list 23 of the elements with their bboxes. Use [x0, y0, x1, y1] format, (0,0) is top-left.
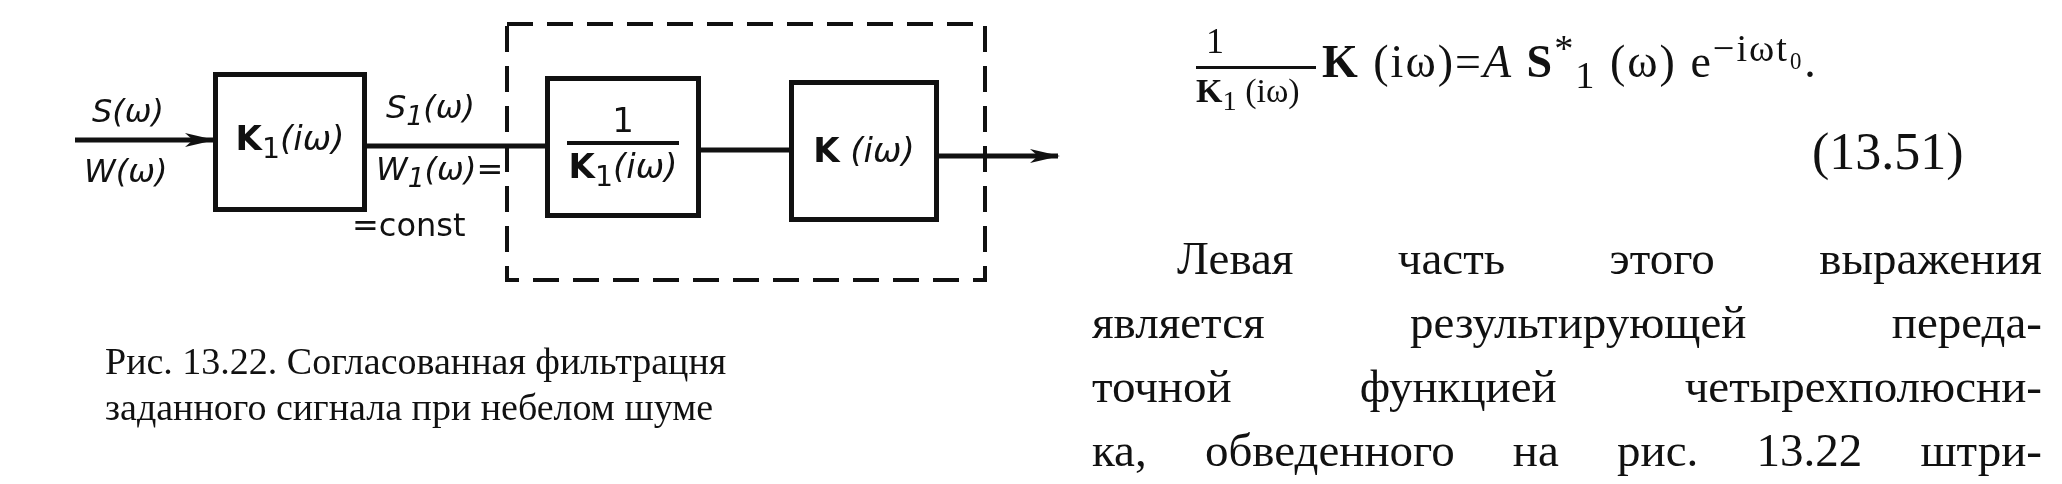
equation: K (iω)=A S$^{*}$$_{1}$ (ω) e$^{−iωt₀}$.: [1322, 26, 1818, 97]
signal-line: [367, 143, 545, 149]
signal-label: W(ω): [84, 152, 168, 190]
transfer-block: [789, 80, 939, 222]
signal-label: W$_{1}$(ω)=: [376, 150, 504, 194]
body-paragraph: Левая часть этого выражения является результирующей переда- точной функцией четырехполюсни- ка, обведенного на рис. 13.22 штри-: [1092, 231, 2042, 478]
signal-arrow: [939, 149, 1060, 163]
signal-arrow: [75, 133, 215, 147]
signal-label: =const: [352, 206, 466, 244]
numerator: 1: [612, 101, 634, 140]
denominator: K$_{1}$(iω): [568, 148, 678, 193]
signal-label: S(ω): [92, 92, 165, 130]
transfer-block: [545, 76, 701, 218]
figure-caption: Рис. 13.22. Согласованная фильтрацня заданного сигнала при небелом шуме: [105, 339, 728, 430]
signal-label: S$_{1}$(ω): [386, 88, 476, 132]
equation-number: (13.51): [1812, 122, 1964, 181]
transfer-function: K$_{1}$(iω): [235, 120, 345, 164]
transfer-block: [213, 72, 367, 212]
dashed-boundary: [505, 22, 987, 282]
signal-line: [701, 147, 789, 153]
transfer-function: K (iω): [813, 132, 915, 170]
equation-numerator: 1: [1206, 20, 1224, 62]
equation-denominator: K$_{1}$ (iω): [1196, 72, 1300, 117]
